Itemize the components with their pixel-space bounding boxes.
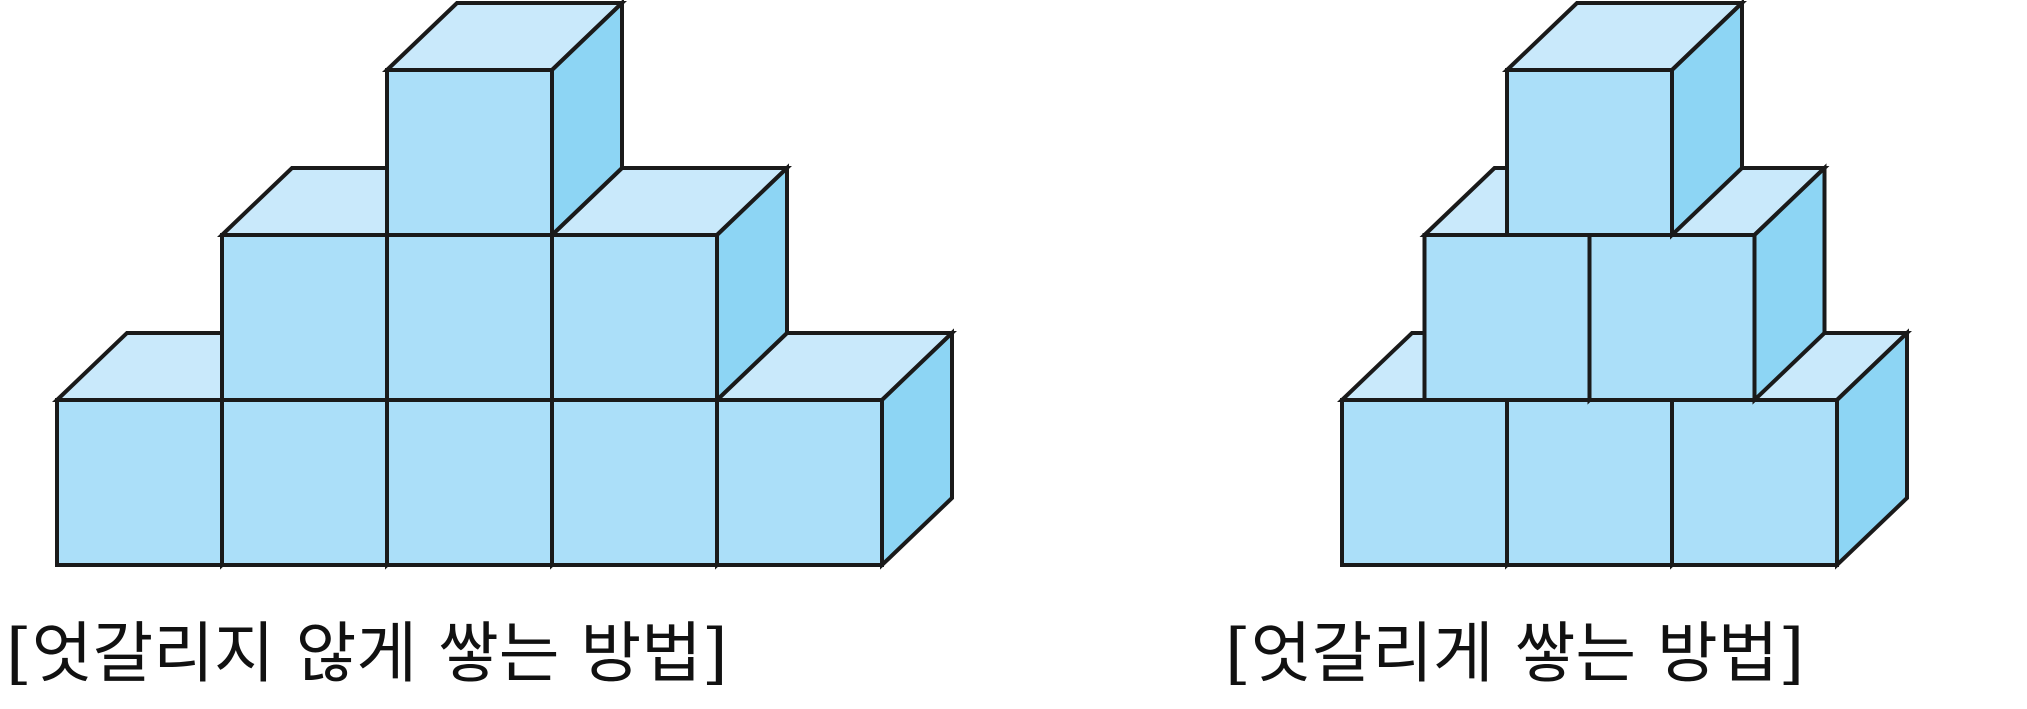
cube xyxy=(547,163,792,405)
cube-front-face xyxy=(385,398,554,567)
cube-front-face xyxy=(1505,398,1674,567)
staggered-stack-figure xyxy=(1337,0,1912,570)
cube-front-face xyxy=(385,233,554,402)
non-staggered-stack-figure xyxy=(52,0,957,570)
cube-front-face xyxy=(1670,398,1839,567)
cube-front-face xyxy=(1587,233,1757,402)
cube-front-face xyxy=(220,233,389,402)
cube-front-face xyxy=(220,398,389,567)
cube-front-face xyxy=(550,398,719,567)
cube-front-face xyxy=(1422,233,1592,402)
cube xyxy=(382,0,627,240)
cube-front-face xyxy=(715,398,884,567)
cube xyxy=(712,328,957,570)
cube-front-face xyxy=(1340,398,1509,567)
cube-front-face xyxy=(550,233,719,402)
cube xyxy=(1502,0,1747,240)
non-staggered-caption: [엇갈리지 않게 쌓는 방법] xyxy=(6,615,728,692)
cube-front-face xyxy=(385,68,554,237)
cube-front-face xyxy=(55,398,224,567)
cube-front-face xyxy=(1505,68,1674,237)
staggered-caption: [엇갈리게 쌓는 방법] xyxy=(1225,615,1805,692)
